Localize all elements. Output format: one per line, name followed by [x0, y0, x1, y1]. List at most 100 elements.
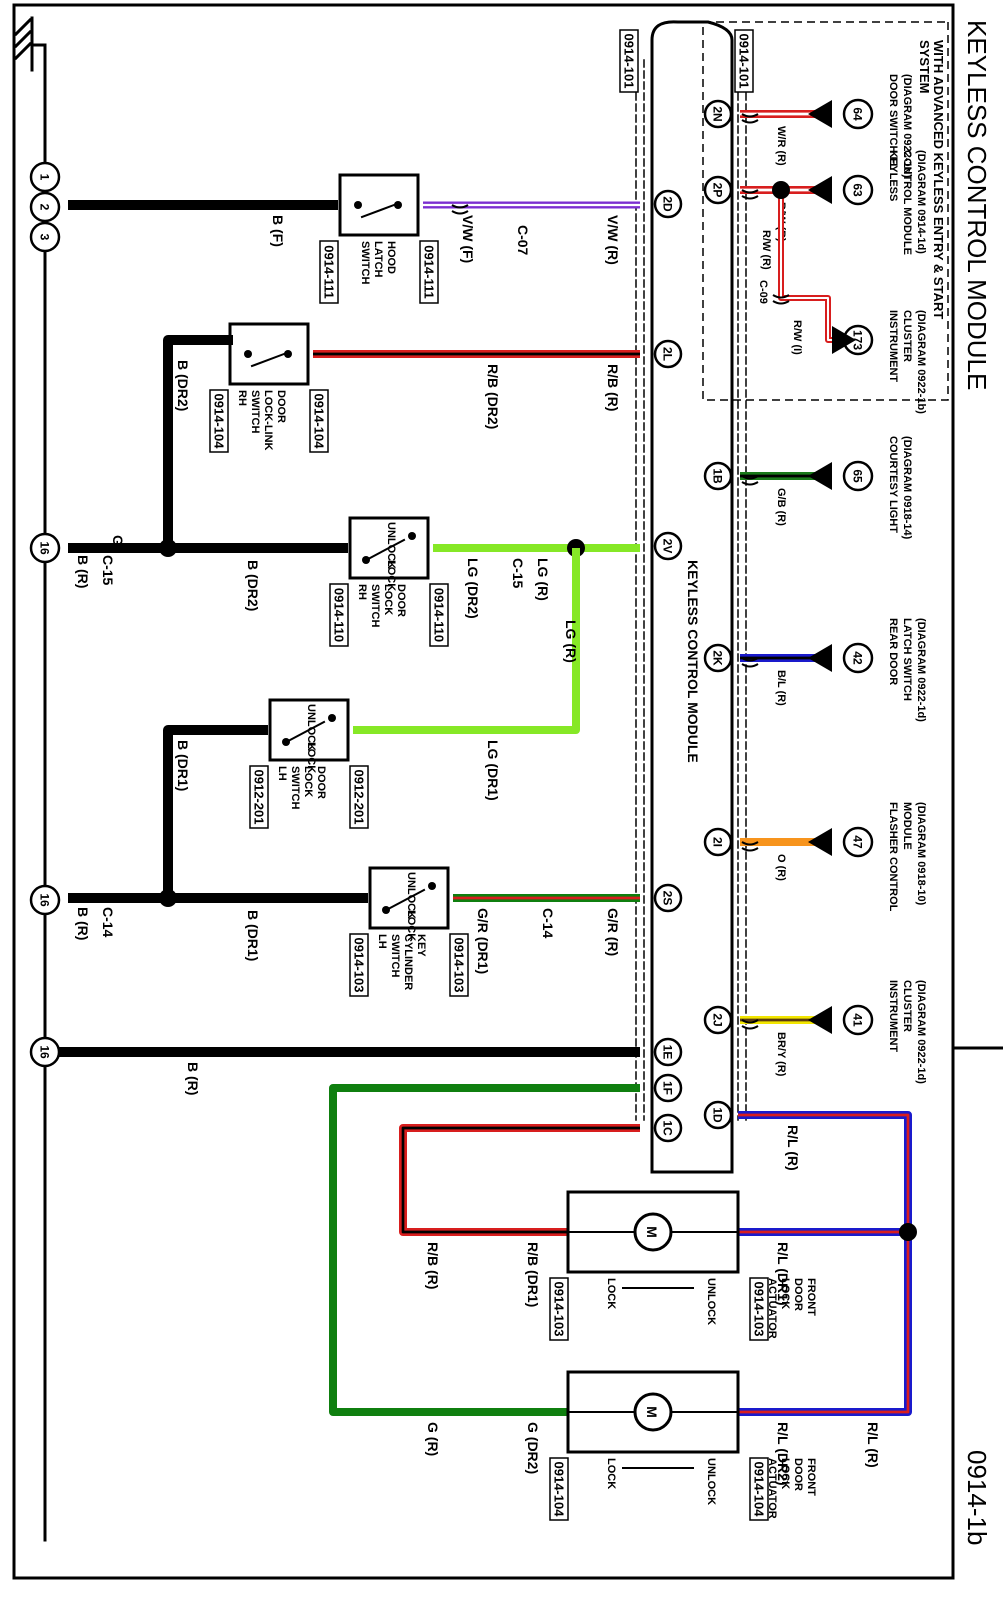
arrow-head-icon — [808, 462, 832, 490]
wire-segment — [13, 41, 33, 61]
component-name: DOOR — [315, 766, 327, 799]
chevron-stroke — [741, 189, 759, 194]
module-pin-right-label: 1B — [711, 468, 725, 484]
wire-label: R/B (R) — [605, 364, 621, 411]
wire-segment — [13, 17, 33, 37]
motor-label: M — [644, 1226, 660, 1238]
wire-label: G (R) — [425, 1422, 441, 1456]
switch-box — [338, 173, 420, 237]
wire-label: G/R (R) — [605, 908, 621, 956]
option-box-outline — [702, 21, 949, 401]
switch-box — [228, 322, 310, 386]
ref-circle-label: 47 — [851, 835, 865, 849]
component-name: LATCH — [372, 241, 384, 278]
wire-label: LG (R) — [535, 558, 551, 601]
ref-name: REAR DOOR — [887, 618, 899, 685]
key-cylinder-wiring: B (DR1)G/R (DR1)G/R (R)C-14 — [68, 889, 640, 974]
connector-box — [309, 389, 329, 453]
component-name: ACTUATOR — [766, 1458, 778, 1519]
component-name: RH — [236, 390, 248, 406]
switch-blade — [360, 203, 396, 219]
component-name: SWITCH — [389, 934, 401, 977]
connector-a: 0914-103 — [749, 1277, 769, 1341]
wire-label: B (DR1) — [175, 740, 191, 791]
splice-dot — [159, 889, 177, 907]
wire-label: BR/Y (R) — [775, 1032, 787, 1077]
connector-chevron-icon — [772, 294, 790, 305]
connector-id: 0914-101 — [622, 34, 637, 89]
wire-rl — [738, 1111, 912, 1416]
connector-id: 0914-103 — [352, 938, 367, 993]
component-name: SWITCH — [289, 766, 301, 809]
component-name: RH — [356, 584, 368, 600]
component-name: FRONT — [805, 1278, 817, 1316]
module-pin-left — [653, 1037, 683, 1067]
module-pin-left — [653, 531, 683, 561]
switch-blade — [288, 720, 326, 742]
ground-point-3-label: 3 — [38, 234, 52, 241]
component-name: ACTUATOR — [766, 1278, 778, 1339]
module-pin-right-label: 2J — [711, 1013, 725, 1026]
ref-name: KEYLESS — [887, 150, 899, 201]
chevron-stroke — [741, 1025, 759, 1030]
component-name: DOOR — [792, 1278, 804, 1311]
connector-chevron-icon — [741, 113, 759, 124]
front-door-lock-actuator-lh: MFRONTDOORLOCKACTUATORLH0914-1030914-103… — [549, 1190, 817, 1341]
contact — [354, 201, 362, 209]
wire-label: O (R) — [775, 854, 787, 881]
chevron-stroke — [741, 657, 759, 662]
connector-b: 0914-104 — [549, 1457, 569, 1521]
wire-label: G (DR2) — [525, 1422, 541, 1474]
external-ref-65: 65G/B (R)COURTESY LIGHT(DIAGRAM 0918-14) — [740, 436, 913, 540]
connector-id: 0914-110 — [332, 588, 347, 642]
connector-chevron-icon — [741, 1019, 759, 1030]
chevron-stroke — [772, 294, 790, 299]
module-pin-left-label: 1C — [661, 1120, 675, 1136]
wire-label: R/L (R) — [785, 1125, 801, 1171]
component-name: SWITCH — [249, 390, 261, 433]
connector-label: C-07 — [515, 225, 531, 256]
ref-circle — [842, 98, 874, 130]
ref-name: DOOR SWITCH FL — [887, 74, 899, 170]
component-name: SWITCH — [369, 584, 381, 627]
unlock-label: UNLOCK — [705, 1278, 717, 1325]
motor-label: M — [644, 1406, 660, 1418]
chevron-stroke — [741, 113, 759, 118]
ref-name: LATCH SWITCH — [901, 618, 913, 701]
connector-label: C-14 — [540, 908, 556, 939]
wire-label: V/W (F) — [460, 215, 476, 263]
splice-dot — [899, 1223, 917, 1241]
connector-label: C-15 — [510, 558, 526, 589]
unlock-label: UNLOCK — [705, 1458, 717, 1505]
ref-circle — [842, 174, 874, 206]
module-pin-left-label: 2D — [661, 196, 675, 212]
wire-label: B (R) — [75, 555, 91, 588]
module-pin-left — [653, 1073, 683, 1103]
switch-blade — [250, 352, 286, 368]
wire-b-dr1 — [163, 725, 268, 900]
arrow-head-icon — [808, 176, 832, 204]
ref-circle-label: 64 — [851, 107, 865, 121]
external-references: 64W/R (R)DOOR SWITCH FL(DIAGRAM 0922-1d)… — [740, 74, 927, 1084]
rb-loop-wiring: R/B (R)R/B (DR1) — [399, 1124, 640, 1307]
connector-id: 0914-104 — [212, 394, 227, 450]
page-frame-right — [12, 3, 955, 1580]
wire-b-dr2 — [163, 335, 233, 548]
ref-name: INSTRUMENT — [887, 980, 899, 1052]
connector-chevron-icon — [741, 841, 759, 852]
option-box-label: SYSTEM — [917, 40, 932, 93]
contact — [282, 738, 290, 746]
hood-latch-wiring: B (F)V/W (F)V/W (R)C-07 — [68, 200, 640, 265]
wire-rw — [778, 190, 833, 343]
ref-circle-label: 173 — [851, 330, 865, 350]
connector-id: 0914-104 — [552, 1462, 567, 1518]
component-name: LOCK — [779, 1278, 791, 1309]
module-pin-right-label: 2K — [711, 650, 725, 666]
contact — [394, 201, 402, 209]
ref-circle-label: 63 — [851, 183, 865, 197]
wire-rl-stripe — [738, 1113, 910, 1414]
ref-circle — [842, 1004, 874, 1036]
